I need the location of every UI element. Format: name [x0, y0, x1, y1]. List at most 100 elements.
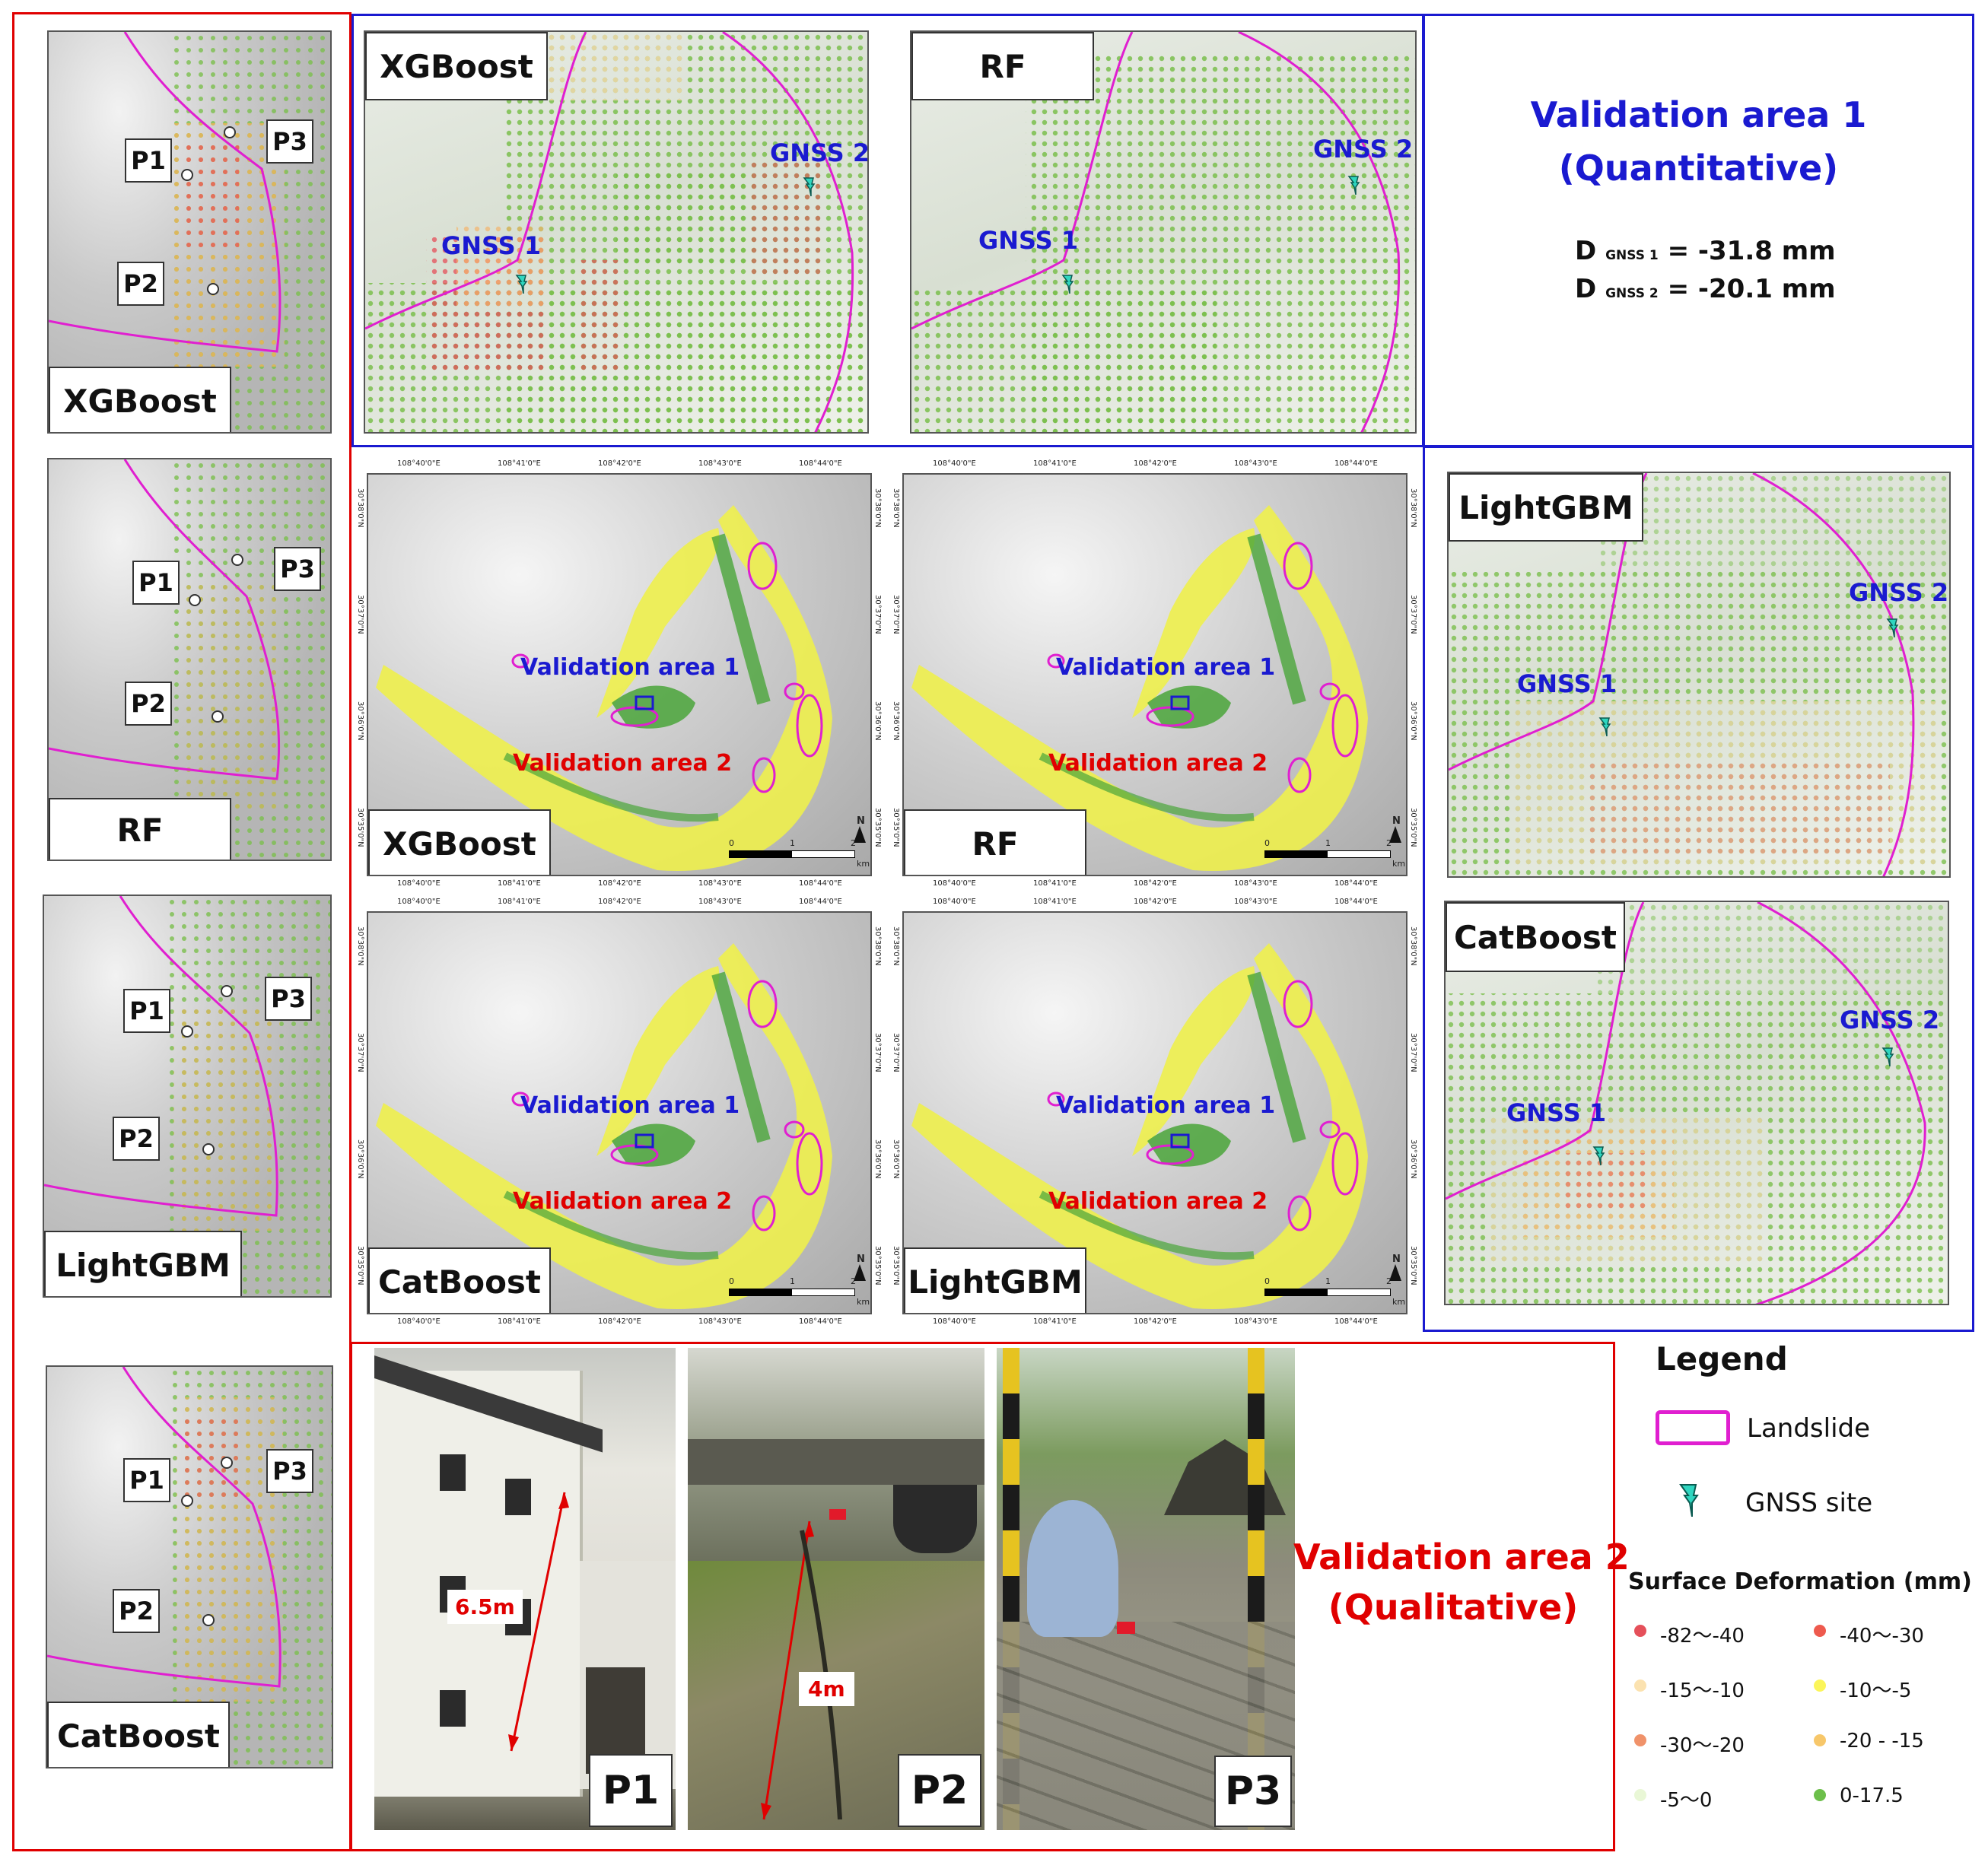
latitude-tick: 30°36'0"N: [1409, 701, 1417, 741]
validation1-map-label: Validation area 1: [1056, 654, 1276, 681]
latitude-tick: 30°37'0"N: [892, 595, 900, 634]
longitude-tick: 108°42'0"E: [1134, 879, 1177, 888]
legend-swatch: [1634, 1625, 1646, 1637]
left-panel-lightgbm: P1 P2 P3 LightGBM: [43, 895, 332, 1298]
latitude-tick: 30°38'0"N: [892, 488, 900, 528]
longitude-tick: 108°43'0"E: [1234, 879, 1277, 888]
point-label-p3: P3: [266, 119, 313, 164]
validation1-map-label: Validation area 1: [520, 1092, 740, 1119]
longitude-tick: 108°42'0"E: [1134, 1317, 1177, 1326]
model-label: RF: [911, 32, 1094, 100]
legend-class-label: 0-17.5: [1840, 1784, 1904, 1807]
gnss1-label: GNSS 1: [441, 231, 542, 260]
gnss-pin-icon: [1347, 175, 1360, 195]
longitude-tick: 108°40'0"E: [933, 898, 976, 906]
latitude-tick: 30°38'0"N: [892, 926, 900, 966]
validation2-map-label: Validation area 2: [1048, 1188, 1268, 1215]
legend-swatch: [1814, 1734, 1826, 1746]
point-marker-p1: [189, 594, 201, 606]
scale-unit: km: [857, 859, 870, 869]
gnss-pin-icon: [1592, 1146, 1605, 1166]
north-arrow-label: N: [1392, 1254, 1401, 1265]
point-grid: [47, 1367, 332, 1767]
point-label-p1: P1: [125, 138, 172, 183]
latitude-tick: 30°37'0"N: [892, 1033, 900, 1072]
scale-label: 0: [729, 838, 734, 848]
point-label-p2: P2: [117, 262, 164, 306]
model-label: CatBoost: [368, 1247, 551, 1313]
flower-pot: [893, 1485, 977, 1553]
longitude-tick: 108°40'0"E: [933, 879, 976, 888]
point-grid: [49, 32, 330, 432]
point-marker-p3: [224, 126, 236, 138]
point-label-p3: P3: [265, 977, 312, 1021]
point-grid: [49, 459, 330, 860]
gnss2-label: GNSS 2: [1313, 135, 1414, 164]
validation2-map-label: Validation area 2: [1048, 750, 1268, 777]
longitude-tick: 108°43'0"E: [1234, 1317, 1277, 1326]
scale-bar: [1264, 1289, 1391, 1296]
validation1-subtitle: (Quantitative): [1558, 148, 1839, 189]
validation2-map-label: Validation area 2: [513, 750, 733, 777]
scale-label: 2: [851, 1276, 856, 1286]
left-frame: [12, 12, 351, 1851]
scale-unit: km: [1392, 859, 1406, 869]
longitude-tick: 108°40'0"E: [397, 898, 441, 906]
latitude-tick: 30°36'0"N: [1409, 1139, 1417, 1179]
model-label: LightGBM: [904, 1247, 1086, 1313]
longitude-tick: 108°44'0"E: [799, 459, 842, 468]
longitude-tick: 108°44'0"E: [799, 898, 842, 906]
deformation-grid: [911, 32, 1415, 432]
longitude-tick: 108°43'0"E: [698, 1317, 742, 1326]
longitude-tick: 108°41'0"E: [498, 898, 541, 906]
latitude-tick: 30°37'0"N: [873, 1033, 882, 1072]
model-label: CatBoost: [47, 1702, 230, 1767]
legend-swatch: [1814, 1679, 1826, 1692]
gnss-pin-icon: [1885, 618, 1899, 638]
latitude-tick: 30°35'0"N: [1409, 808, 1417, 847]
building-wall: [374, 1371, 583, 1797]
longitude-tick: 108°40'0"E: [397, 459, 441, 468]
scale-unit: km: [857, 1297, 870, 1307]
longitude-tick: 108°43'0"E: [698, 898, 742, 906]
validation2-title: Validation area 2: [1293, 1536, 1630, 1578]
latitude-tick: 30°35'0"N: [356, 1246, 364, 1285]
longitude-tick: 108°41'0"E: [1033, 879, 1077, 888]
longitude-tick: 108°44'0"E: [799, 879, 842, 888]
model-label: RF: [904, 809, 1086, 875]
point-label-p1: P1: [132, 561, 180, 605]
latitude-tick: 30°38'0"N: [1409, 488, 1417, 528]
gnss-pin-icon: [514, 274, 528, 294]
longitude-tick: 108°41'0"E: [1033, 898, 1077, 906]
latitude-tick: 30°38'0"N: [356, 488, 364, 528]
north-arrow-icon: [854, 826, 866, 843]
legend-class-label: -10～-5: [1840, 1679, 1912, 1702]
gnss2-label: GNSS 2: [1840, 1006, 1940, 1034]
north-arrow-icon: [1389, 826, 1401, 843]
latitude-tick: 30°35'0"N: [356, 808, 364, 847]
validation1-frame: [1423, 14, 1974, 447]
model-label: RF: [49, 798, 231, 860]
scale-bar: [729, 1289, 855, 1296]
person: [1027, 1500, 1118, 1637]
latitude-tick: 30°35'0"N: [892, 808, 900, 847]
latitude-tick: 30°36'0"N: [892, 1139, 900, 1179]
legend-swatch: [1814, 1625, 1826, 1637]
left-panel-rf: P1 P2 P3 RF: [47, 458, 332, 861]
latitude-tick: 30°36'0"N: [356, 1139, 364, 1179]
longitude-tick: 108°41'0"E: [1033, 459, 1077, 468]
point-label-p2: P2: [125, 682, 172, 726]
terrain: [376, 505, 832, 871]
legend-class-label: -30～-20: [1660, 1734, 1745, 1757]
latitude-tick: 30°38'0"N: [1409, 926, 1417, 966]
legend-landslide: Landslide: [1747, 1413, 1871, 1444]
left-panel-xgboost: P1 P2 P3 XGBoost: [47, 30, 332, 434]
red-marker: [829, 1509, 846, 1520]
longitude-tick: 108°44'0"E: [1334, 879, 1378, 888]
longitude-tick: 108°43'0"E: [1234, 459, 1277, 468]
stone-wall: [688, 1439, 984, 1485]
legend-deformation-title: Surface Deformation (mm): [1628, 1568, 1972, 1595]
model-label: XGBoost: [368, 809, 551, 875]
terrain: [911, 943, 1368, 1309]
